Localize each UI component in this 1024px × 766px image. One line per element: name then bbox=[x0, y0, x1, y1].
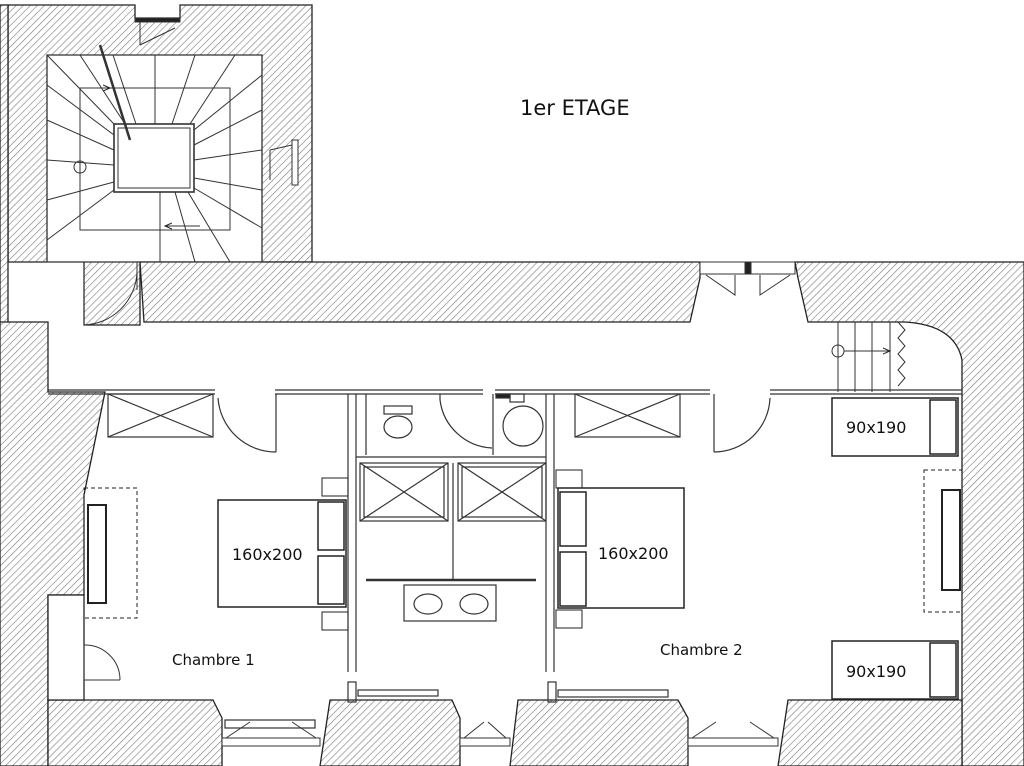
shower-1 bbox=[359, 462, 449, 522]
bed-size-label: 160x200 bbox=[232, 545, 303, 564]
south-windows bbox=[221, 721, 779, 747]
staircase bbox=[46, 44, 263, 263]
left-outer-wall bbox=[0, 4, 9, 324]
wardrobe-2 bbox=[574, 393, 681, 438]
north-wall-east bbox=[794, 261, 1024, 766]
bed-size-label: 90x190 bbox=[846, 662, 906, 681]
double-sink bbox=[403, 584, 497, 622]
room-label-chambre-2: Chambre 2 bbox=[660, 641, 743, 659]
north-wall bbox=[139, 261, 701, 323]
south-wall-2 bbox=[319, 699, 461, 766]
closet-door bbox=[83, 644, 121, 681]
north-windows bbox=[699, 261, 796, 296]
room-label-chambre-1: Chambre 1 bbox=[172, 651, 255, 669]
shower-2 bbox=[457, 462, 547, 522]
south-wall-1 bbox=[47, 699, 223, 766]
bed-90-1 bbox=[831, 397, 959, 457]
stair-well bbox=[113, 123, 195, 193]
round-basin bbox=[502, 405, 544, 447]
south-wall-4 bbox=[777, 699, 963, 766]
walls bbox=[0, 4, 1024, 766]
fireplaces bbox=[83, 469, 963, 619]
south-wall-3 bbox=[509, 699, 689, 766]
bed-160-2 bbox=[555, 469, 685, 629]
bed-size-label: 90x190 bbox=[846, 418, 906, 437]
bed-size-label: 160x200 bbox=[598, 544, 669, 563]
bed-160-1 bbox=[217, 477, 349, 631]
west-closet bbox=[47, 594, 85, 701]
wardrobe-1 bbox=[107, 393, 214, 438]
stair-doors bbox=[83, 262, 138, 326]
floor-title: 1er ETAGE bbox=[520, 96, 630, 120]
partitions bbox=[48, 389, 962, 729]
small-staircase bbox=[831, 321, 906, 392]
bed-90-2 bbox=[831, 640, 959, 700]
stair-window-east bbox=[269, 139, 299, 186]
stair-window-top bbox=[134, 17, 181, 46]
toilet bbox=[383, 415, 413, 439]
